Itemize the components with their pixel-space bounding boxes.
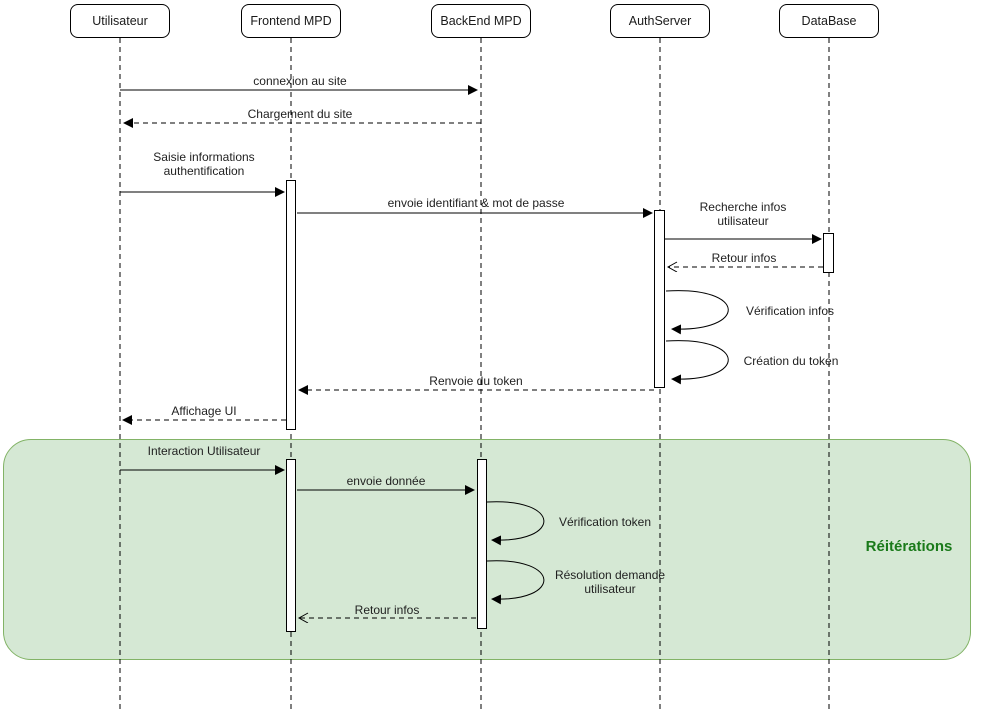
label-resolution-demande: Résolution demande utilisateur [554,568,666,596]
label-saisie-informations: Saisie informations authentification [153,150,255,178]
label-chargement-du-site: Chargement du site [247,107,353,121]
label-affichage-ui: Affichage UI [171,404,237,418]
actor-database: DataBase [779,4,879,38]
activation-database [823,233,834,273]
label-verification-infos: Vérification infos [745,304,835,318]
activation-backend-loop [477,459,487,629]
arrow-self-verification-token [486,501,545,546]
label-retour-infos-db: Retour infos [711,251,777,265]
label-verification-token: Vérification token [558,515,652,529]
label-interaction-utilisateur: Interaction Utilisateur [147,444,261,458]
label-creation-token: Création du token [743,354,839,368]
actor-frontend: Frontend MPD [241,4,341,38]
label-connexion-au-site: connexion au site [253,74,347,88]
activation-authserver [654,210,665,388]
arrow-self-resolution-demande [486,560,545,605]
label-retour-infos-frontend: Retour infos [354,603,420,617]
label-recherche-infos: Recherche infos utilisateur [699,200,787,228]
label-envoie-donnee: envoie donnée [346,474,426,488]
activation-frontend-login [286,180,296,430]
reiterations-group-box [3,439,971,660]
label-envoie-identifiant: envoie identifiant & mot de passe [387,196,565,210]
label-renvoie-du-token: Renvoie du token [429,374,523,388]
actor-utilisateur: Utilisateur [70,4,170,38]
arrow-self-creation-token [665,340,729,385]
activation-frontend-loop [286,459,296,632]
arrow-self-verification-infos [665,290,729,335]
actor-backend: BackEnd MPD [431,4,531,38]
reiterations-label: Réitérations [865,538,953,555]
actor-authserver: AuthServer [610,4,710,38]
